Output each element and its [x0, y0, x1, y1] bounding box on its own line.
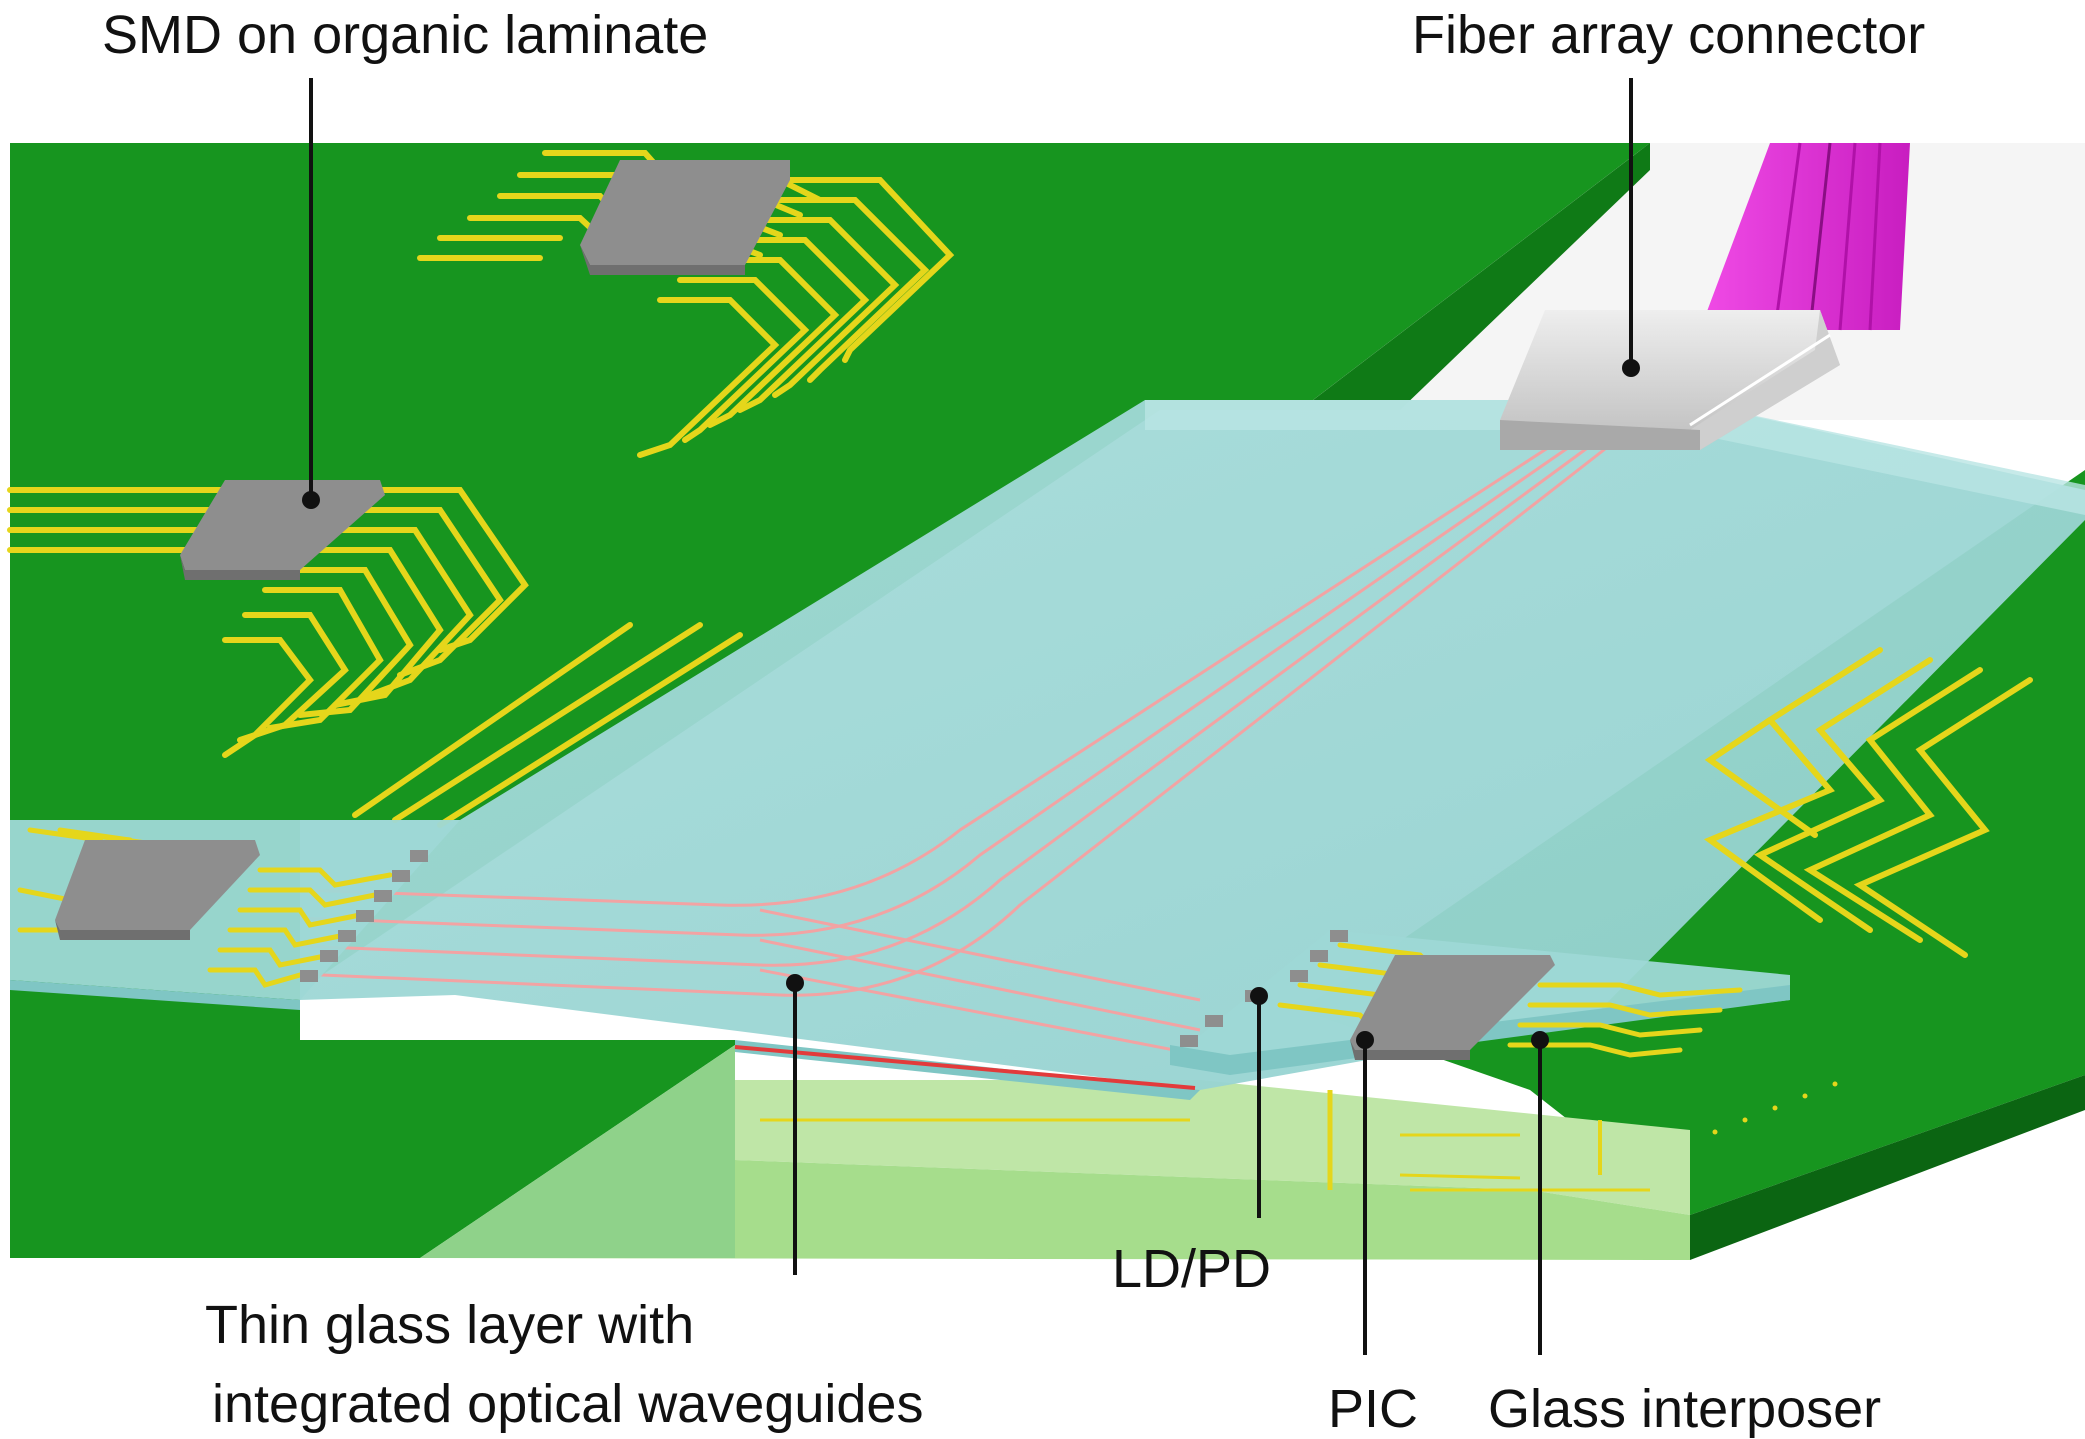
- ld-pd-label: LD/PD: [1112, 1239, 1272, 1299]
- glass-interposer-substrate: [420, 1080, 1838, 1260]
- laminate-top-surface: [10, 143, 1650, 1258]
- glass-interposer-label: Glass interposer: [1488, 1379, 1882, 1439]
- smd-marker: [302, 491, 320, 509]
- right-pic-chip: [1350, 955, 1555, 1050]
- ld-pd-pad: [1330, 930, 1348, 942]
- laminate-left-block: [10, 1040, 735, 1258]
- thin-glass-label-line2: integrated optical waveguides: [212, 1374, 924, 1434]
- interposer-marker: [1531, 1031, 1549, 1049]
- smd-label: SMD on organic laminate: [102, 5, 709, 65]
- pic-label: PIC: [1328, 1379, 1419, 1439]
- fiber-marker: [1622, 359, 1640, 377]
- left-pic-chip: [55, 840, 260, 930]
- left-interposer-assembly: [10, 820, 460, 1010]
- pic-marker: [1356, 1031, 1374, 1049]
- fiber-connector-label: Fiber array connector: [1412, 5, 1926, 65]
- fiber-ribbon: [1700, 143, 1910, 330]
- fiber-array-connector: [1500, 142, 1910, 450]
- glass-layer-marker: [786, 974, 804, 992]
- smd-left-chip: [180, 480, 385, 570]
- callout-leaders: [302, 78, 1640, 1355]
- thin-glass-layer: [300, 400, 2085, 1100]
- optical-waveguides: [299, 438, 1606, 1057]
- smd-left: [7, 480, 529, 758]
- ldpd-marker: [1250, 987, 1268, 1005]
- laminate-traces-right: [1703, 647, 2033, 958]
- smd-top: [417, 150, 955, 458]
- laminate-traces-diagonal: [352, 622, 743, 828]
- thin-glass-label-line1: Thin glass layer with: [205, 1295, 695, 1355]
- right-interposer-assembly: [1170, 930, 1790, 1075]
- smd-top-chip: [580, 160, 790, 265]
